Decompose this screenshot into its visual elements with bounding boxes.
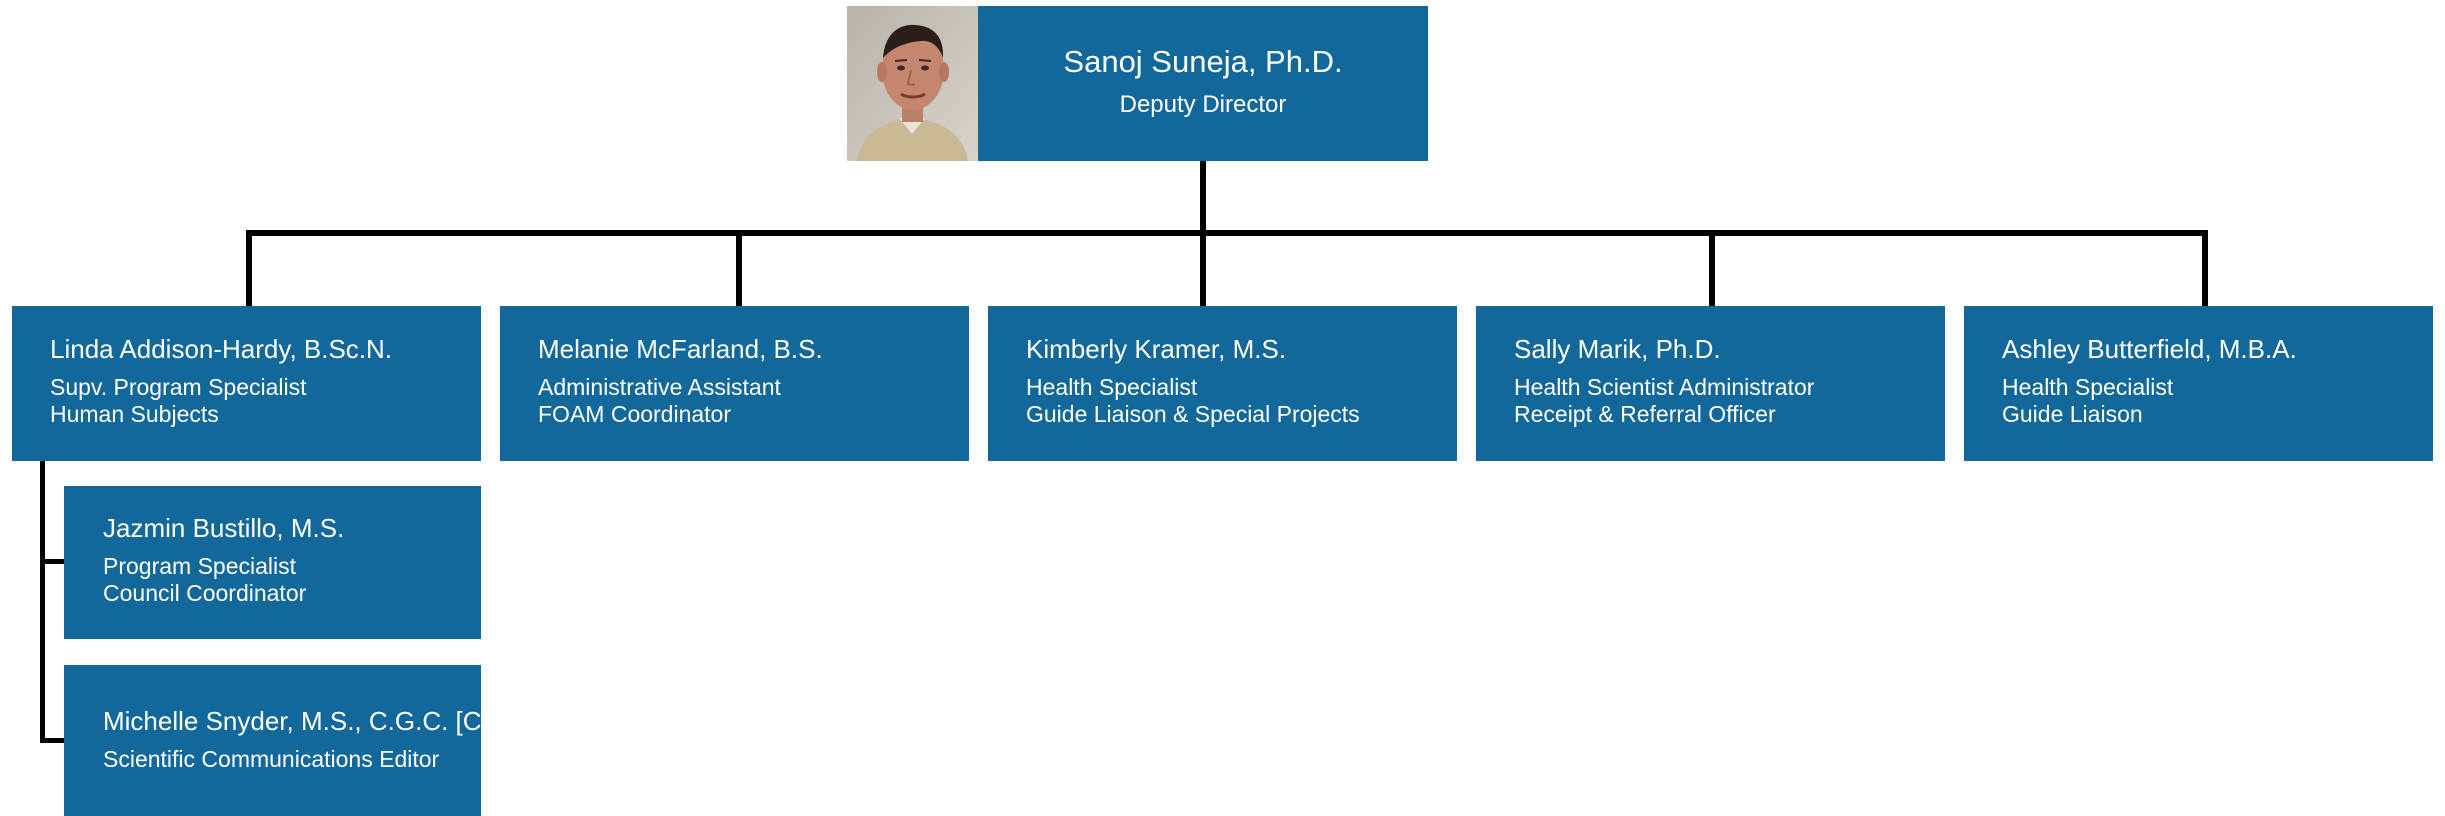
staff-name: Sally Marik, Ph.D. [1514, 334, 1721, 364]
connector-sub-branch-1 [40, 559, 65, 564]
sub-staff-name: Michelle Snyder, M.S., C.G.C. [C] [103, 706, 489, 736]
connector-drop-4 [1709, 230, 1715, 306]
sub-staff-role-line2: Council Coordinator [103, 580, 307, 606]
staff-role-line1: Health Scientist Administrator [1514, 374, 1815, 400]
connector-horizontal-bus [246, 230, 2208, 236]
staff-role-line1: Health Specialist [1026, 374, 1198, 400]
staff-role-line2: Guide Liaison [2002, 401, 2143, 427]
staff-role-line2: Guide Liaison & Special Projects [1026, 401, 1360, 427]
connector-drop-1 [246, 230, 252, 306]
staff-role-line1: Supv. Program Specialist [50, 374, 307, 400]
staff-name: Kimberly Kramer, M.S. [1026, 334, 1287, 364]
connector-sub-trunk [40, 461, 45, 743]
staff-role-line2: FOAM Coordinator [538, 401, 732, 427]
staff-role-line1: Health Specialist [2002, 374, 2174, 400]
staff-box-4: Sally Marik, Ph.D. Health Scientist Admi… [1476, 306, 1945, 461]
staff-role-line1: Administrative Assistant [538, 374, 781, 400]
sub-staff-name: Jazmin Bustillo, M.S. [103, 513, 345, 543]
staff-box-2: Melanie McFarland, B.S. Administrative A… [500, 306, 969, 461]
staff-box-5: Ashley Butterfield, M.B.A. Health Specia… [1964, 306, 2433, 461]
staff-name: Ashley Butterfield, M.B.A. [2002, 334, 2297, 364]
staff-box-1: Linda Addison-Hardy, B.Sc.N. Supv. Progr… [12, 306, 481, 461]
sub-staff-role-line1: Scientific Communications Editor [103, 746, 440, 772]
connector-drop-2 [736, 230, 742, 306]
sub-staff-box-2: Michelle Snyder, M.S., C.G.C. [C] Scient… [64, 665, 489, 816]
sub-staff-role-line1: Program Specialist [103, 553, 297, 579]
director-name: Sanoj Suneja, Ph.D. [1063, 44, 1343, 79]
person-photo-icon [847, 6, 978, 161]
director-box: Sanoj Suneja, Ph.D. Deputy Director [978, 6, 1428, 161]
director-title: Deputy Director [1119, 91, 1287, 118]
sub-staff-box-1: Jazmin Bustillo, M.S. Program Specialist… [64, 486, 481, 639]
director-photo [847, 6, 978, 161]
staff-name: Linda Addison-Hardy, B.Sc.N. [50, 334, 393, 364]
connector-drop-5 [2202, 230, 2208, 306]
connector-director-trunk [1200, 161, 1206, 234]
staff-name: Melanie McFarland, B.S. [538, 334, 823, 364]
staff-role-line2: Human Subjects [50, 401, 219, 427]
connector-sub-branch-2 [40, 738, 65, 743]
staff-role-line2: Receipt & Referral Officer [1514, 401, 1776, 427]
connector-drop-3 [1200, 230, 1206, 306]
staff-box-3: Kimberly Kramer, M.S. Health Specialist … [988, 306, 1457, 461]
